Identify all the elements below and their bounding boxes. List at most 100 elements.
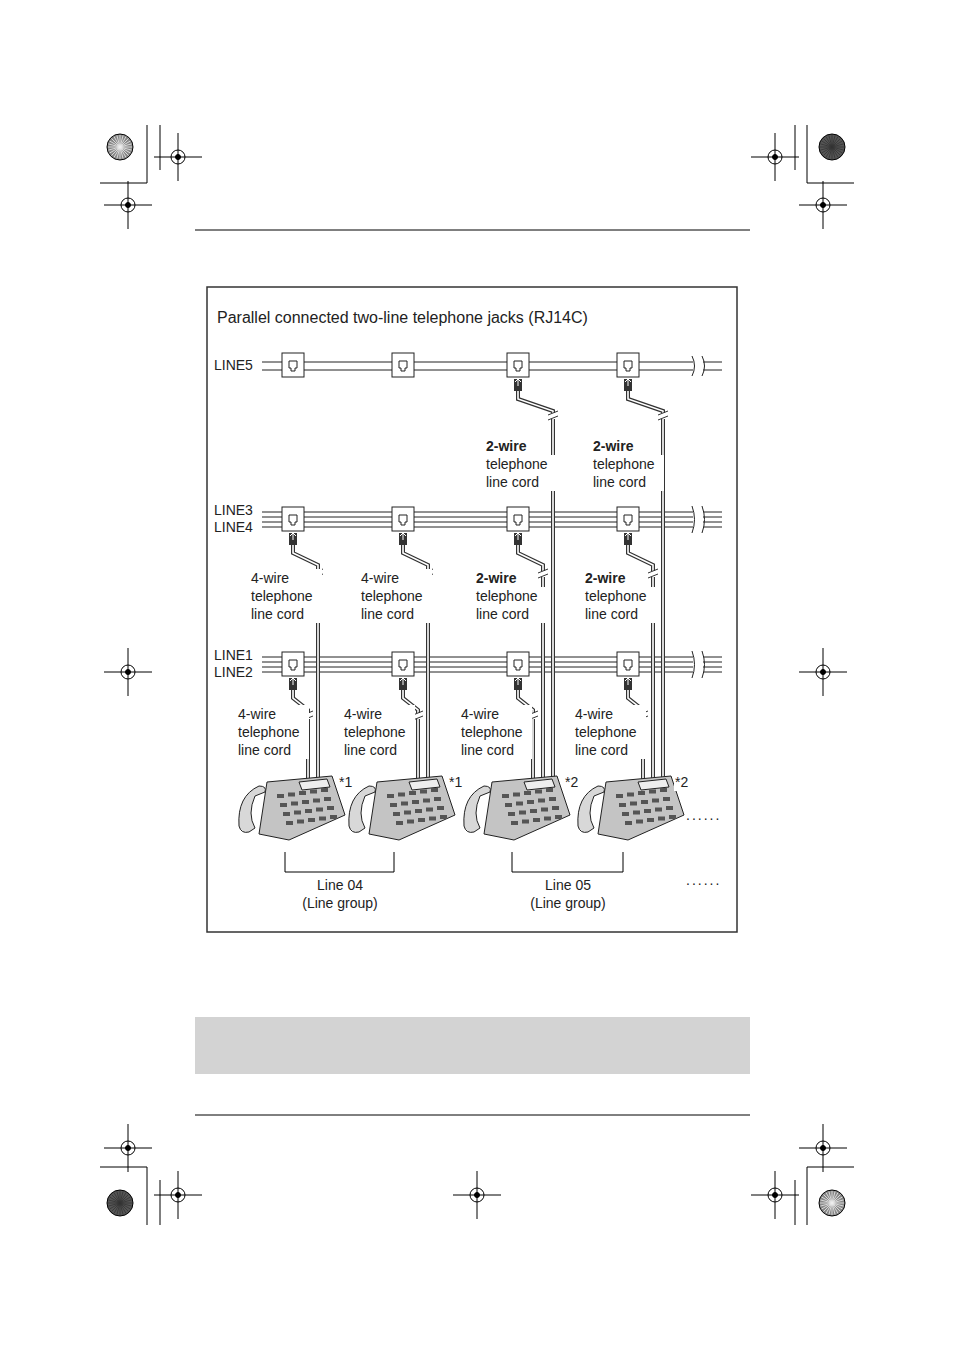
jack (617, 507, 639, 531)
sun-ray (832, 1197, 842, 1203)
telephone (464, 776, 570, 840)
key (426, 808, 433, 812)
sun-ray (829, 1191, 832, 1203)
sun-ray (117, 1191, 120, 1203)
crop-line (807, 1167, 854, 1168)
plug-arrow (515, 379, 521, 386)
sun-ray (832, 1200, 844, 1203)
frame (207, 287, 737, 932)
key (299, 791, 306, 795)
footer-rule (195, 1115, 750, 1116)
key (544, 817, 551, 821)
jack (282, 353, 304, 377)
jack (507, 353, 529, 377)
plug-arrow (290, 678, 296, 685)
line-label: LINE1 (213, 646, 254, 664)
key (660, 788, 667, 792)
jack (392, 353, 414, 377)
bracket (512, 852, 623, 872)
key (630, 802, 637, 806)
handset (578, 786, 605, 832)
plug (289, 678, 297, 690)
key (530, 809, 537, 813)
key (625, 821, 632, 825)
sun-ray (832, 147, 838, 157)
registration-dot (176, 1193, 181, 1198)
footnote-mark: *2 (564, 773, 579, 791)
jack-socket (289, 361, 297, 371)
plug-arrow (290, 533, 296, 540)
key (524, 791, 531, 795)
bus-wire (262, 512, 722, 513)
sun-ray (108, 147, 120, 150)
cord-break-mark (658, 411, 668, 420)
sun-ray (820, 147, 832, 150)
line-label: 4-wire telephone line cord (574, 705, 646, 759)
key (505, 803, 512, 807)
jack-socket (289, 515, 297, 525)
sun-ray (114, 1193, 120, 1203)
break-mark (692, 356, 705, 376)
sun-ray (120, 1203, 126, 1213)
sun-ray (108, 1203, 120, 1206)
key (327, 806, 334, 810)
bus-wire (262, 527, 722, 528)
plug-arrow (400, 678, 406, 685)
page-rules (195, 230, 750, 1115)
key (516, 802, 523, 806)
line-label: LINE3 (213, 501, 254, 519)
key (313, 799, 320, 803)
sun-ray (832, 144, 844, 147)
sun-ray (832, 1203, 835, 1215)
plug (514, 533, 522, 545)
key (434, 797, 441, 801)
key (415, 809, 422, 813)
registration-dot (176, 155, 181, 160)
crop-line (807, 125, 808, 183)
handset (239, 786, 266, 832)
key (552, 806, 559, 810)
line-label: 2-wire (592, 437, 634, 455)
key (638, 791, 645, 795)
key (319, 817, 326, 821)
crop-marks (100, 125, 854, 1225)
key (513, 793, 520, 797)
grey-band (195, 1017, 750, 1074)
key (527, 800, 534, 804)
jack-socket (514, 515, 522, 525)
registration-dot (821, 1146, 826, 1151)
sun-ray (120, 147, 126, 157)
sun-ray (120, 1200, 132, 1203)
key (321, 788, 328, 792)
crop-line (160, 125, 161, 170)
line-label: 4-wire telephone line cord (343, 705, 415, 759)
bus-wire (262, 517, 722, 518)
key (409, 791, 416, 795)
plug-arrow (515, 533, 521, 540)
sun-ray (832, 1203, 838, 1213)
key (398, 793, 405, 797)
jack (617, 353, 639, 377)
jack (282, 652, 304, 676)
sun-ray (822, 1203, 832, 1209)
jack (617, 652, 639, 676)
key (324, 797, 331, 801)
group-label: Line 04 (316, 876, 364, 894)
key (407, 820, 414, 824)
line-label: telephone line cord (485, 455, 557, 491)
key (533, 818, 540, 822)
key (437, 806, 444, 810)
crop-line (147, 1167, 148, 1225)
key (418, 818, 425, 822)
registration-sun (107, 1190, 133, 1216)
key (280, 803, 287, 807)
key (396, 821, 403, 825)
key (308, 818, 315, 822)
diagram-title: Parallel connected two-line telephone ja… (217, 308, 588, 328)
phone-body (484, 776, 570, 840)
cord-break-mark (548, 411, 558, 420)
jack-socket (624, 660, 632, 670)
registration-sun (819, 134, 845, 160)
key (423, 799, 430, 803)
line-label: LINE4 (213, 518, 254, 536)
